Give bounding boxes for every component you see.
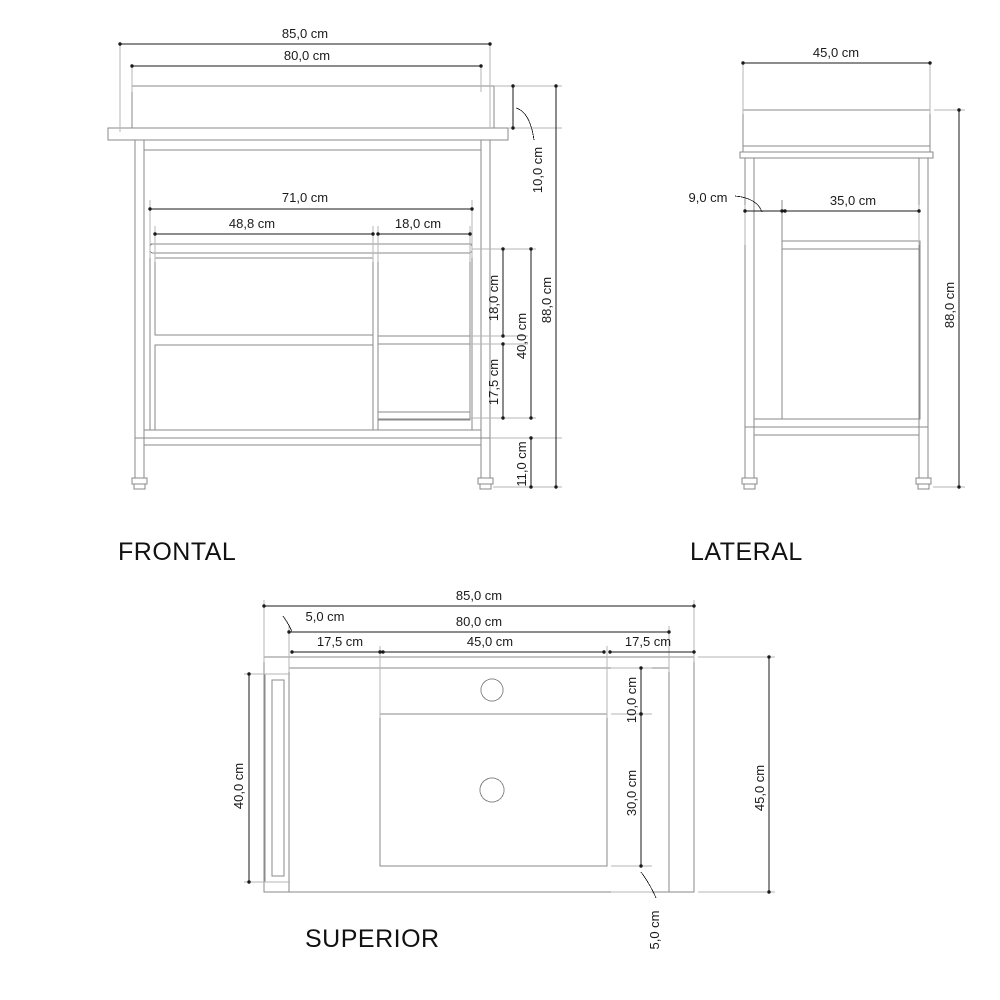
dim-frontal-niche-18: 18,0 cm [395,216,441,231]
dim-frontal-inner-71: 71,0 cm [282,190,328,205]
dim-frontal-drawer-48: 48,8 cm [229,216,275,231]
dim-frontal-width-80: 80,0 cm [284,48,330,63]
view-label-lateral: LATERAL [690,538,803,566]
dim-lateral-total-88: 88,0 cm [942,282,957,328]
dim-superior-depth-40: 40,0 cm [231,763,246,809]
dim-frontal-width-85: 85,0 cm [282,26,328,41]
dim-superior-width-85: 85,0 cm [456,588,502,603]
dim-lateral-depth-45: 45,0 cm [813,45,859,60]
dim-frontal-upper-niche-18: 18,0 cm [486,275,501,321]
dim-superior-width-80: 80,0 cm [456,614,502,629]
dim-superior-rear-deck-10: 10,0 cm [624,677,639,723]
dim-frontal-top-thickness-10: 10,0 cm [530,147,545,193]
dim-frontal-body-40: 40,0 cm [514,313,529,359]
dim-superior-overhang-front-5: 5,0 cm [647,910,662,949]
dim-superior-deck-right-175: 17,5 cm [625,634,671,649]
view-label-superior: SUPERIOR [305,925,440,953]
dim-superior-basin-depth-30: 30,0 cm [624,770,639,816]
dim-frontal-leg-11: 11,0 cm [514,441,529,486]
dim-frontal-total-88: 88,0 cm [539,277,554,323]
view-label-frontal: FRONTAL [118,538,237,566]
frontal-view-geometry [107,85,509,490]
dim-superior-total-depth-45: 45,0 cm [752,765,767,811]
lateral-view-geometry [739,109,934,490]
dim-superior-deck-left-175: 17,5 cm [317,634,363,649]
dim-lateral-cabinet-35: 35,0 cm [830,193,876,208]
dim-superior-overhang-left-5: 5,0 cm [305,609,344,624]
dim-superior-basin-45: 45,0 cm [467,634,513,649]
dim-frontal-lower-niche-175: 17,5 cm [486,359,501,405]
dim-lateral-offset-9: 9,0 cm [688,190,727,205]
